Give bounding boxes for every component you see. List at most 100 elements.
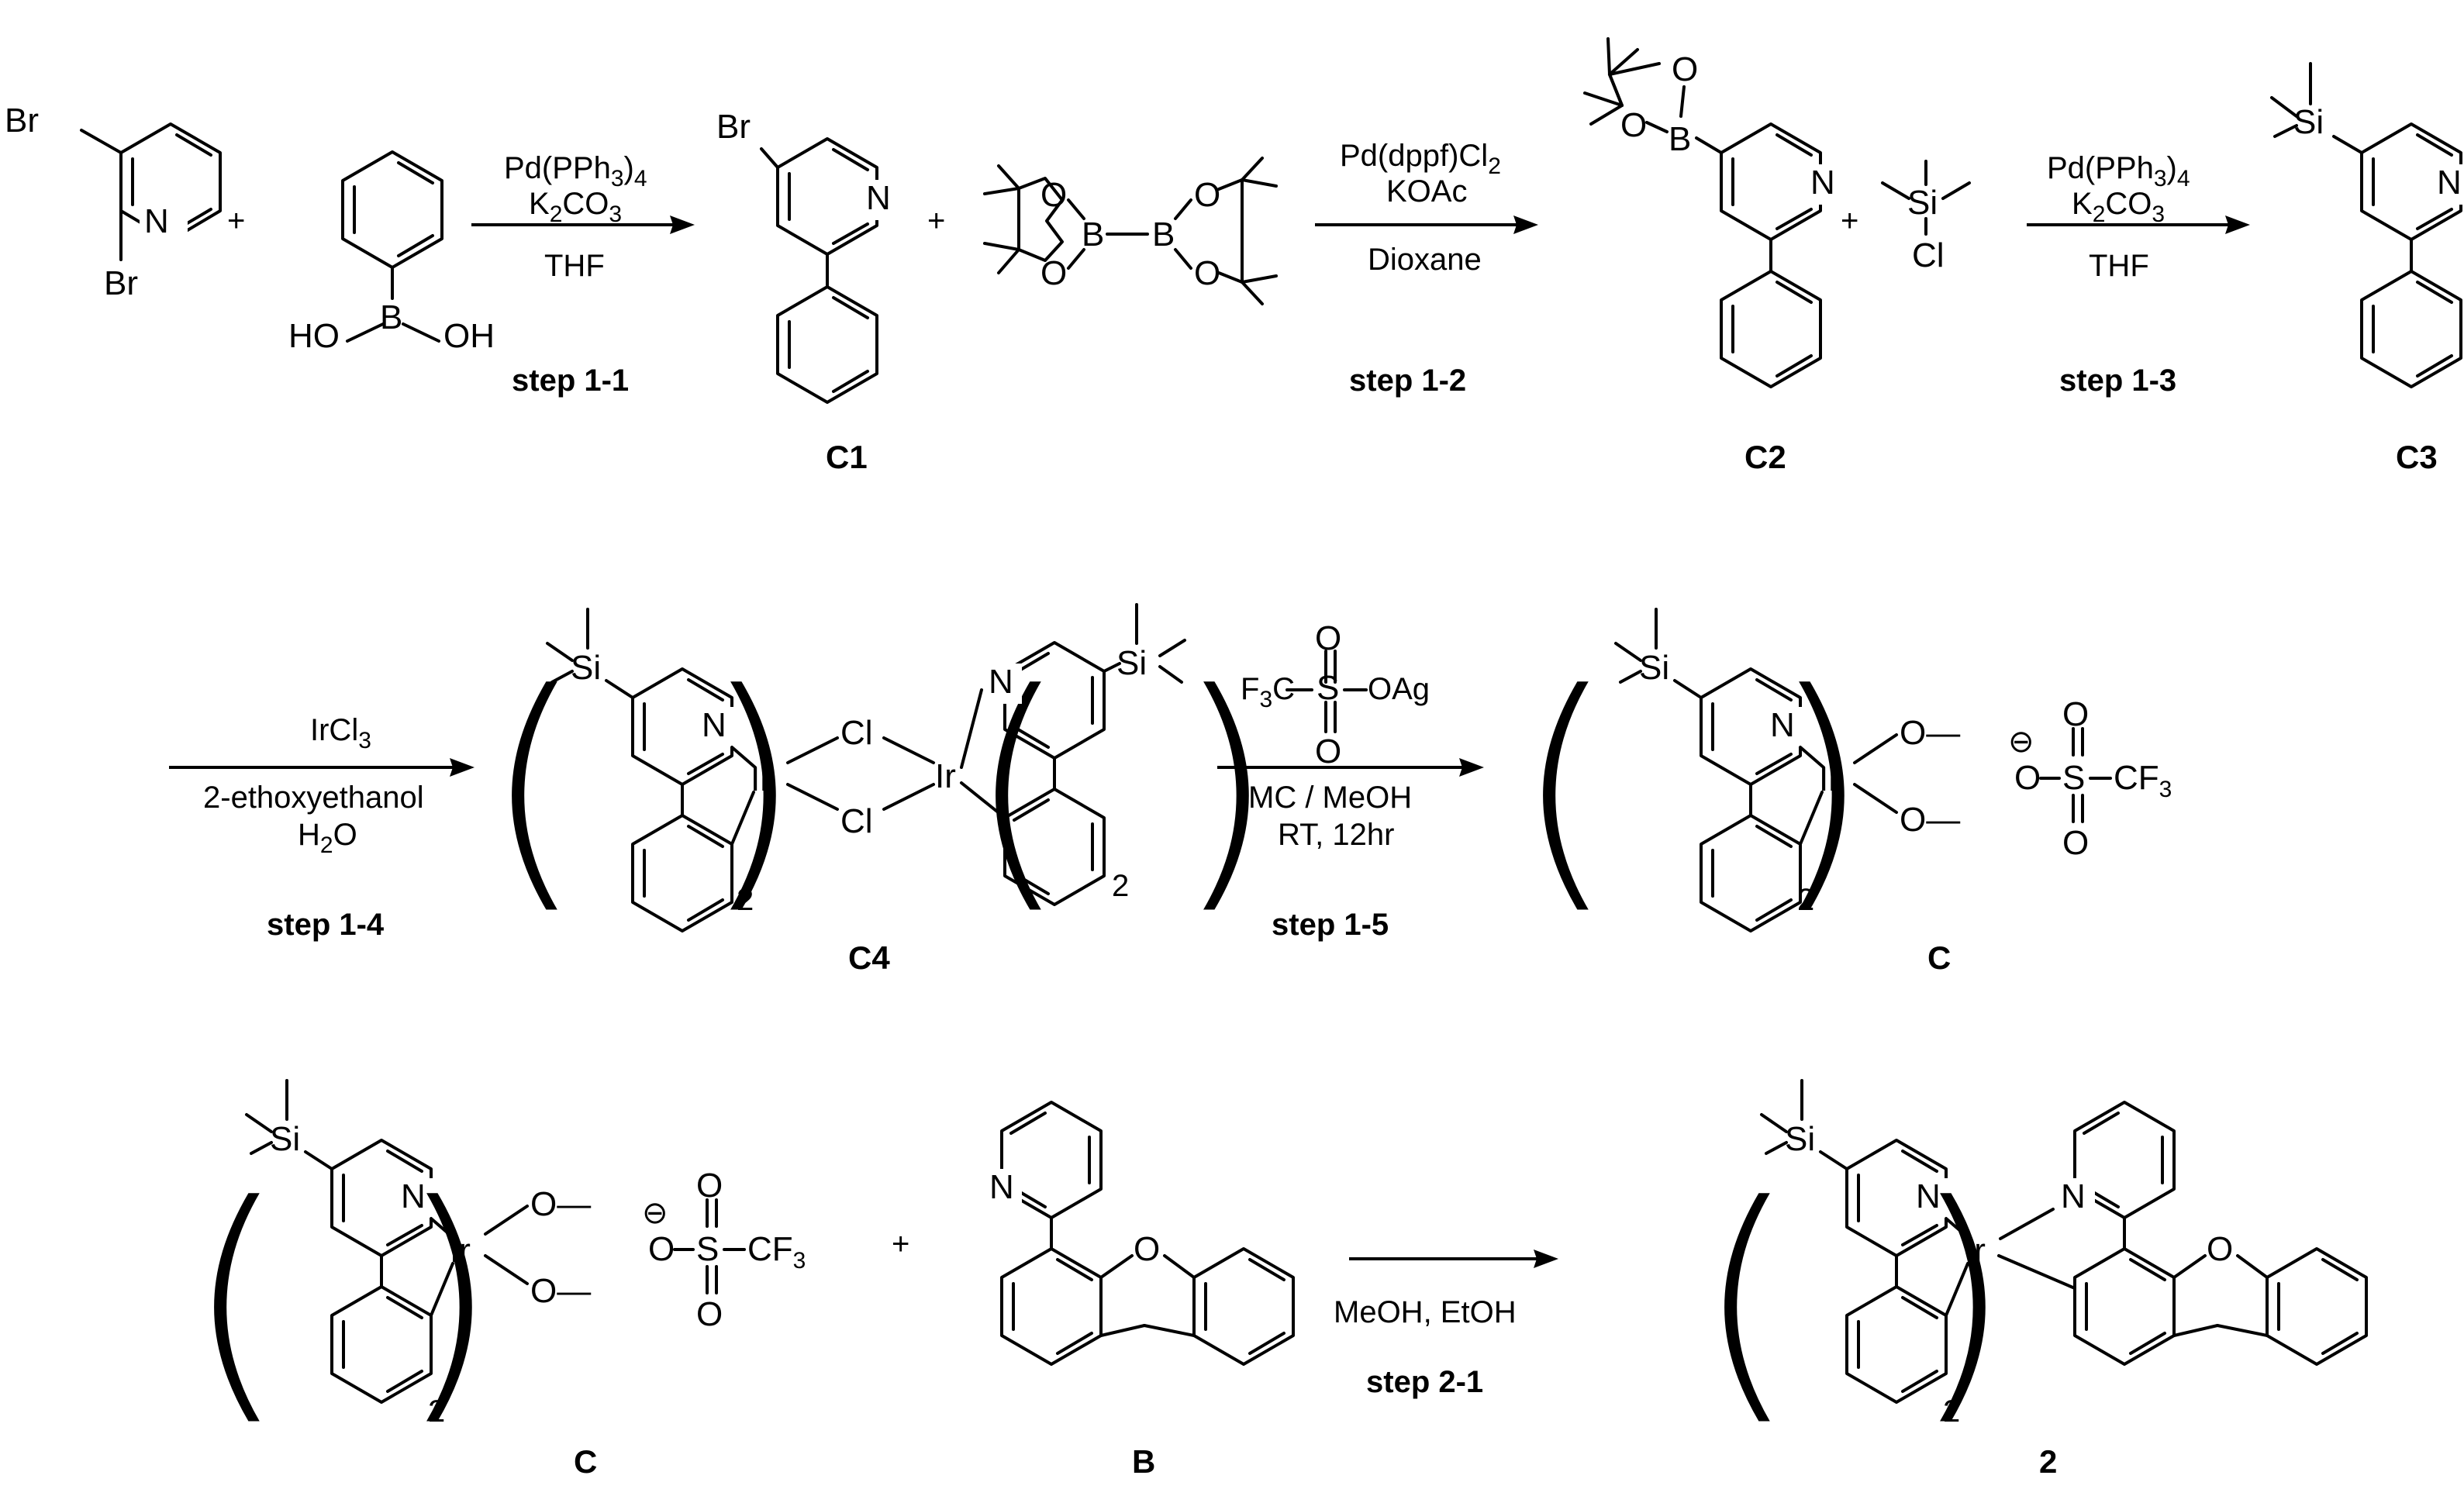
label-c4: C4 bbox=[848, 939, 890, 976]
atom-s: S bbox=[696, 1230, 719, 1268]
cond-base: K2CO3 bbox=[529, 187, 622, 227]
atom-cl: Cl bbox=[840, 714, 873, 752]
atom-n: N bbox=[989, 663, 1013, 701]
cond-solvent: MC / MeOH bbox=[1248, 781, 1412, 815]
plus-sign: + bbox=[892, 1227, 909, 1261]
cond-water: H2O bbox=[298, 818, 357, 858]
b2pin2: O O B B O O bbox=[985, 158, 1276, 304]
atom-o: O bbox=[1315, 732, 1341, 770]
count-2: 2 bbox=[1797, 883, 1814, 917]
atom-o: O bbox=[696, 1295, 723, 1333]
atom-si: Si bbox=[1116, 644, 1147, 682]
plus-sign: + bbox=[1841, 204, 1858, 238]
cond-solvent: MeOH, EtOH bbox=[1334, 1295, 1517, 1329]
compound-c-row2: ( N Si Ir ) 2 O— O— ⊖ O S O O bbox=[1515, 609, 2172, 976]
step-label-1-4: step 1-4 bbox=[267, 908, 385, 942]
atom-cf3: CF3 bbox=[2114, 759, 2172, 802]
atom-o: O bbox=[1040, 176, 1067, 214]
compound-b: N O B bbox=[983, 1102, 1293, 1480]
paren-left: ( bbox=[1515, 639, 1615, 936]
compound-c4: ( N Si Ir ) 2 Cl Cl Ir ( bbox=[484, 605, 1275, 976]
atom-o-minus: O— bbox=[530, 1185, 591, 1223]
plus-sign: + bbox=[927, 204, 945, 238]
step-label-1-3: step 1-3 bbox=[2059, 364, 2176, 398]
atom-o: O bbox=[1194, 176, 1220, 214]
paren-left: ( bbox=[1696, 1150, 1796, 1448]
cond-temp: RT, 12hr bbox=[1278, 818, 1394, 852]
atom-br: Br bbox=[716, 108, 751, 146]
label-c: C bbox=[1927, 939, 1951, 976]
arrow-step-1-4: IrCl3 2-ethoxyethanol H2O step 1-4 bbox=[169, 713, 475, 942]
atom-n: N bbox=[1810, 164, 1835, 202]
label-c3: C3 bbox=[2396, 439, 2438, 475]
compound-c2: N B O O C2 bbox=[1585, 39, 1844, 475]
count-2: 2 bbox=[1943, 1394, 1960, 1429]
atom-o: O bbox=[2014, 759, 2041, 797]
atom-o-minus: O— bbox=[1900, 714, 1960, 752]
cond-base: K2CO3 bbox=[2072, 187, 2165, 227]
atom-br: Br bbox=[104, 264, 138, 302]
arrow-step-1-3: Pd(PPh3)4 K2CO3 THF step 1-3 bbox=[2027, 151, 2250, 398]
arrow-step-2-1: MeOH, EtOH step 2-1 bbox=[1334, 1250, 1558, 1399]
atom-cf3: CF3 bbox=[747, 1230, 806, 1274]
atom-o: O bbox=[648, 1230, 675, 1268]
compound-c-row3: ( N Si Ir ) 2 O— O— ⊖ O S O O bbox=[186, 1081, 806, 1480]
atom-ho: HO bbox=[288, 317, 340, 355]
atom-n: N bbox=[144, 202, 169, 240]
atom-cl: Cl bbox=[1912, 236, 1945, 274]
minus-charge: ⊖ bbox=[642, 1196, 668, 1230]
step-label-1-1: step 1-1 bbox=[512, 364, 629, 398]
atom-n: N bbox=[989, 1168, 1014, 1206]
atom-o-minus: O— bbox=[530, 1272, 591, 1310]
label-b: B bbox=[1132, 1443, 1155, 1480]
atom-o: O bbox=[1040, 254, 1067, 292]
cond-solvent: THF bbox=[2089, 249, 2149, 283]
step-label-2-1: step 2-1 bbox=[1366, 1365, 1483, 1399]
atom-o: O bbox=[1315, 619, 1341, 657]
compound-2: ( N Si Ir ) 2 N O bbox=[1696, 1081, 2366, 1480]
step-label-1-5: step 1-5 bbox=[1272, 908, 1389, 942]
reagent-oag: OAg bbox=[1368, 672, 1430, 706]
compound-c1: N Br C1 bbox=[716, 108, 899, 475]
atom-b: B bbox=[1152, 215, 1175, 253]
label-c2: C2 bbox=[1744, 439, 1786, 475]
paren-right: ) bbox=[1912, 1150, 2012, 1448]
paren-right: ) bbox=[1771, 639, 1871, 936]
count-2: 2 bbox=[428, 1394, 445, 1429]
compound-c3: N Si C3 bbox=[2272, 64, 2464, 475]
atom-si: Si bbox=[270, 1120, 300, 1158]
atom-s: S bbox=[2062, 759, 2085, 797]
minus-charge: ⊖ bbox=[2008, 725, 2034, 759]
arrow-step-1-2: Pd(dppf)Cl2 KOAc Dioxane step 1-2 bbox=[1315, 139, 1538, 398]
atom-o-minus: O— bbox=[1900, 801, 1960, 839]
atom-br: Br bbox=[5, 102, 39, 140]
cond-catalyst: Pd(dppf)Cl2 bbox=[1340, 139, 1501, 179]
step-label-1-2: step 1-2 bbox=[1349, 364, 1466, 398]
cond-reagent: IrCl3 bbox=[310, 713, 371, 753]
count-2: 2 bbox=[737, 883, 754, 917]
atom-o: O bbox=[696, 1167, 723, 1205]
paren-right: ) bbox=[399, 1150, 499, 1448]
cond-solvent: 2-ethoxyethanol bbox=[203, 781, 424, 815]
cond-solvent: THF bbox=[544, 249, 605, 283]
atom-ir: Ir bbox=[935, 757, 956, 795]
atom-o: O bbox=[2062, 695, 2089, 733]
cond-catalyst: Pd(PPh3)4 bbox=[2047, 151, 2190, 191]
atom-cl: Cl bbox=[840, 802, 873, 840]
label-product-2: 2 bbox=[2039, 1443, 2057, 1480]
paren-left: ( bbox=[186, 1150, 286, 1448]
atom-oh: OH bbox=[443, 317, 495, 355]
count-2: 2 bbox=[1112, 869, 1129, 903]
atom-o: O bbox=[2062, 824, 2089, 862]
cond-base: KOAc bbox=[1386, 174, 1467, 209]
atom-b: B bbox=[1669, 120, 1691, 158]
atom-n: N bbox=[866, 179, 891, 217]
cond-catalyst: Pd(PPh3)4 bbox=[504, 151, 647, 191]
arrow-step-1-1: Pd(PPh3)4 K2CO3 THF step 1-1 bbox=[471, 151, 695, 398]
label-c: C bbox=[574, 1443, 597, 1480]
atom-si: Si bbox=[1785, 1120, 1815, 1158]
atom-n: N bbox=[2437, 164, 2462, 202]
atom-o: O bbox=[1620, 106, 1647, 144]
atom-b: B bbox=[380, 298, 402, 336]
